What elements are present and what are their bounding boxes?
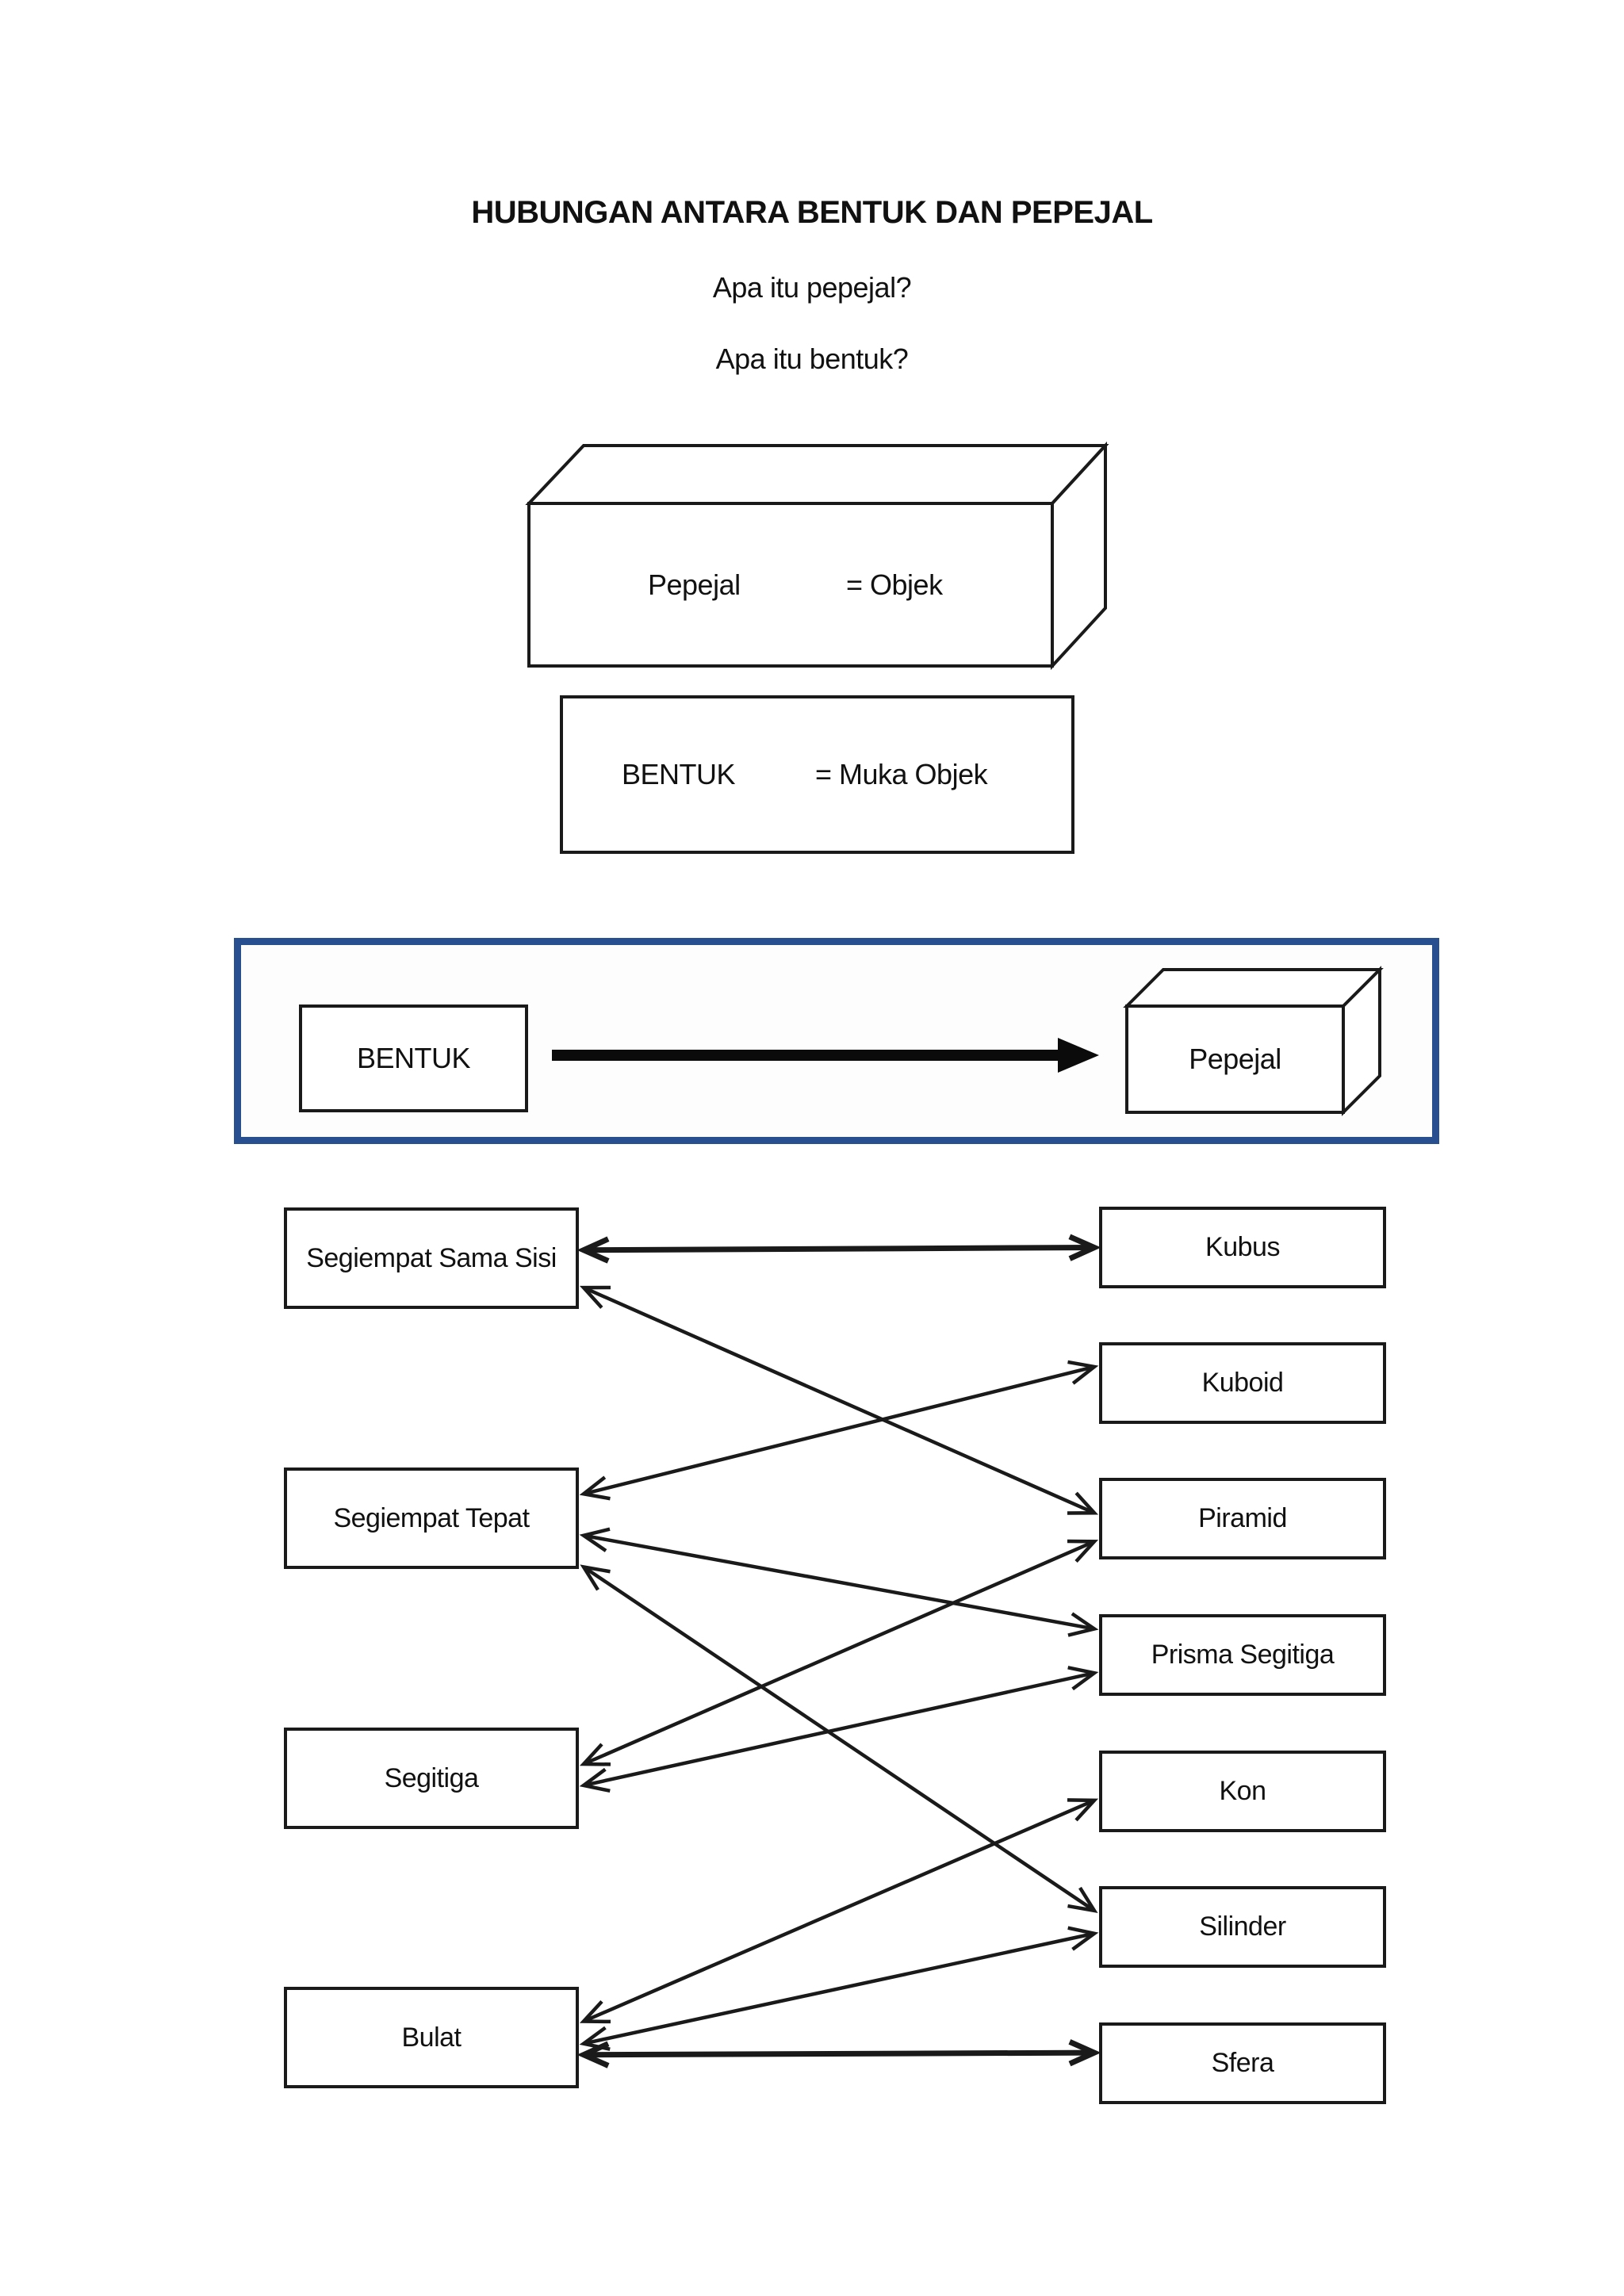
match-label: Kuboid (1201, 1368, 1284, 1398)
match-box-kuboid: Kuboid (1099, 1342, 1386, 1424)
pepejal-cuboid-label: Pepejal (1189, 1043, 1281, 1075)
relation-banner: BENTUK Pepejal (234, 938, 1439, 1144)
question-pepejal: Apa itu pepejal? (712, 271, 912, 304)
match-box-segitiga: Segitiga (284, 1728, 579, 1829)
match-label: Prisma Segitiga (1151, 1640, 1335, 1670)
match-box-silinder: Silinder (1099, 1886, 1386, 1968)
question-bentuk: Apa itu bentuk? (715, 342, 909, 375)
match-label: Segiempat Tepat (333, 1502, 530, 1533)
relation-banner-content: BENTUK Pepejal (241, 945, 1432, 1137)
match-label: Bulat (401, 2022, 462, 2053)
solid-equals-label: = Objek (846, 568, 943, 601)
page-title: HUBUNGAN ANTARA BENTUK DAN PEPEJAL (471, 195, 1153, 230)
match-box-prisma-segitiga: Prisma Segitiga (1099, 1614, 1386, 1696)
match-label: Sfera (1211, 2048, 1274, 2078)
match-box-kon: Kon (1099, 1751, 1386, 1832)
match-label: Silinder (1199, 1911, 1286, 1942)
match-box-piramid: Piramid (1099, 1478, 1386, 1559)
match-label: Piramid (1198, 1503, 1287, 1533)
shape-definition-box: BENTUK = Muka Objek (560, 695, 1074, 854)
bentuk-box-label: BENTUK (356, 1042, 471, 1074)
match-box-kubus: Kubus (1099, 1207, 1386, 1288)
match-box-sfera: Sfera (1099, 2022, 1386, 2104)
solid-term-label: Pepejal (648, 568, 741, 601)
solid-definition: Pepejal = Objek (529, 503, 1052, 666)
match-label: Kubus (1205, 1232, 1280, 1262)
match-label: Segitiga (384, 1762, 479, 1793)
match-box-bulat: Bulat (284, 1987, 579, 2088)
match-box-segiempat-sama-sisi: Segiempat Sama Sisi (284, 1207, 579, 1309)
match-label: Kon (1219, 1776, 1267, 1806)
match-box-segiempat-tepat: Segiempat Tepat (284, 1468, 579, 1569)
bentuk-box: BENTUK (299, 1004, 528, 1112)
match-label: Segiempat Sama Sisi (306, 1242, 557, 1273)
shape-equals-label: = Muka Objek (815, 758, 988, 790)
shape-term-label: BENTUK (622, 758, 736, 790)
relation-arrow (552, 966, 1384, 1116)
solid-cuboid-illustration (525, 441, 1109, 671)
